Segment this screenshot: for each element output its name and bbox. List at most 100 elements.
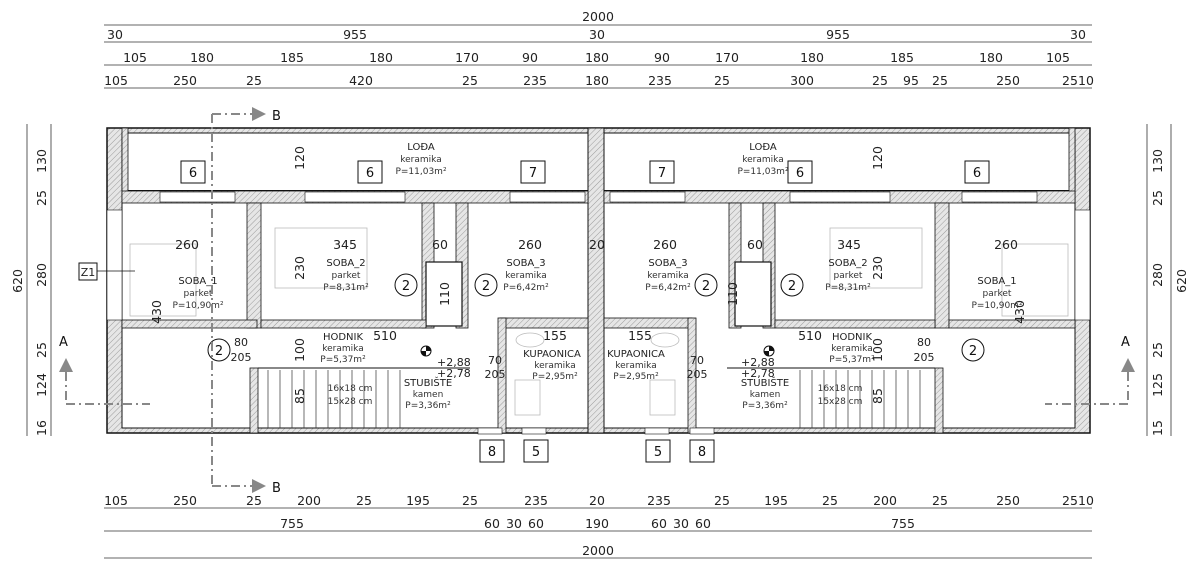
door-tag: 5	[532, 445, 540, 460]
dim-label: 955	[826, 27, 850, 42]
room-name: HODNIK	[832, 332, 873, 343]
dim-label: 170	[455, 50, 479, 65]
dim-label: 510	[373, 328, 397, 343]
side-dimension-lines	[26, 124, 1172, 436]
room-name: LOĐA	[749, 142, 777, 153]
dim-label: 430	[149, 300, 164, 324]
dim-label: 180	[585, 73, 609, 88]
room-kupaonica-left: KUPAONICA keramika P=2,95m²	[523, 349, 581, 382]
dim-label: 85	[870, 388, 885, 404]
dim-label: 124	[34, 373, 49, 397]
building-walls	[106, 127, 1091, 435]
interior-dimensions: 260 345 60 260 20 260 60 345 260 510 510…	[149, 146, 1027, 404]
dim-label: 195	[406, 493, 430, 508]
dim-label: 205	[485, 368, 506, 381]
dim-label: 420	[349, 73, 373, 88]
dim-label: 25	[34, 190, 49, 206]
dim-label: 230	[870, 256, 885, 280]
room-soba3-right: SOBA_3 keramika P=6,42m²	[645, 258, 691, 293]
dim-label: 20	[589, 493, 605, 508]
dim-label: 250	[996, 73, 1020, 88]
room-name: SOBA_3	[506, 258, 545, 269]
dim-label: 200	[297, 493, 321, 508]
section-label-a-right: A	[1121, 335, 1130, 350]
dim-label: 200	[873, 493, 897, 508]
room-loggia-left: LOĐA keramika P=11,03m²	[395, 142, 447, 177]
room-name: SOBA_2	[828, 258, 867, 269]
door-circle-tags	[207, 273, 985, 362]
dim-label: 195	[764, 493, 788, 508]
room-floor: keramika	[505, 271, 546, 281]
dim-top-row1: 30 955 30 955 30	[107, 27, 1086, 42]
room-name: KUPAONICA	[523, 349, 581, 360]
door-tags	[479, 439, 715, 463]
dim-label: 110	[725, 282, 740, 306]
dim-label: 25	[462, 73, 478, 88]
dim-label: 20	[589, 237, 605, 252]
room-name: SOBA_2	[326, 258, 365, 269]
room-kupaonica-right: KUPAONICA keramika P=2,95m²	[607, 349, 665, 382]
level-marker-icons	[420, 345, 775, 357]
dim-label: 25	[462, 493, 478, 508]
dim-label: 85	[292, 388, 307, 404]
room-stubiste-right: STUBIŠTE kamen P=3,36m² 16x18 cm 15x28 c…	[741, 376, 863, 411]
dim-label: 25	[1062, 493, 1078, 508]
room-floor: parket	[834, 271, 863, 281]
dim-label: 345	[333, 237, 357, 252]
stairs-size-b: 15x28 cm	[328, 397, 373, 407]
dim-label: 180	[369, 50, 393, 65]
dim-label: 25	[1150, 190, 1165, 206]
dim-label: 80	[917, 336, 931, 349]
room-soba3-left: SOBA_3 keramika P=6,42m²	[503, 258, 549, 293]
room-area: P=6,42m²	[645, 283, 691, 293]
room-name: SOBA_3	[648, 258, 687, 269]
door-tag: 5	[654, 445, 662, 460]
dim-label: 70	[690, 354, 704, 367]
dim-label: 130	[1150, 149, 1165, 173]
section-label-b-bottom: B	[272, 481, 281, 496]
door-tag: 8	[488, 445, 496, 460]
dim-label: 105	[104, 493, 128, 508]
room-floor: keramika	[400, 155, 441, 165]
room-stubiste-left: 16x18 cm 15x28 cm STUBIŠTE kamen P=3,36m…	[328, 376, 453, 411]
level-mark: +2,88	[741, 356, 775, 369]
dim-label: 180	[800, 50, 824, 65]
dim-top-total: 2000	[582, 9, 614, 24]
dim-left-inner: 130 25 280 25 124 16	[34, 149, 49, 436]
dim-label: 155	[628, 328, 652, 343]
dim-label: 250	[996, 493, 1020, 508]
furniture	[129, 227, 1069, 416]
dim-label: 510	[798, 328, 822, 343]
dim-label: 25	[714, 73, 730, 88]
door-circle-tag: 2	[702, 279, 710, 294]
room-loggia-right: LOĐA keramika P=11,03m²	[737, 142, 789, 177]
dim-label: 90	[654, 50, 670, 65]
section-arrows-a	[59, 358, 1135, 372]
room-floor: kamen	[750, 390, 781, 400]
section-line-b	[211, 113, 252, 487]
dim-label: 235	[523, 73, 547, 88]
dim-label: 130	[34, 149, 49, 173]
dim-label: 60	[695, 516, 711, 531]
dim-label: 25	[34, 342, 49, 358]
room-area: P=2,95m²	[532, 372, 578, 382]
level-mark: +2,78	[741, 367, 775, 380]
door-circle-labels: 2 2 2 2 2 2	[215, 279, 977, 359]
window-tag: 6	[366, 166, 374, 181]
dim-label: 185	[890, 50, 914, 65]
stairs-size-a: 16x18 cm	[328, 384, 373, 394]
room-floor: kamen	[413, 390, 444, 400]
room-hodnik-right: HODNIK keramika P=5,37m²	[829, 332, 875, 365]
room-area: P=11,03m²	[395, 167, 447, 177]
room-soba1-left: SOBA_1 parket P=10,90m²	[172, 276, 224, 311]
room-area: P=10,90m²	[172, 301, 224, 311]
room-name: KUPAONICA	[607, 349, 665, 360]
dim-label: 205	[687, 368, 708, 381]
dim-label: 430	[1012, 300, 1027, 324]
stairs-right	[799, 370, 921, 428]
room-soba2-right: SOBA_2 parket P=8,31m²	[825, 258, 871, 293]
dim-label: 205	[914, 351, 935, 364]
room-soba1-right: SOBA_1 parket P=10,90m²	[971, 276, 1023, 311]
dim-top-row3: 105 250 25 420 25 235 180 235 25 300 25 …	[104, 73, 1094, 88]
dim-label: 10	[1078, 73, 1094, 88]
